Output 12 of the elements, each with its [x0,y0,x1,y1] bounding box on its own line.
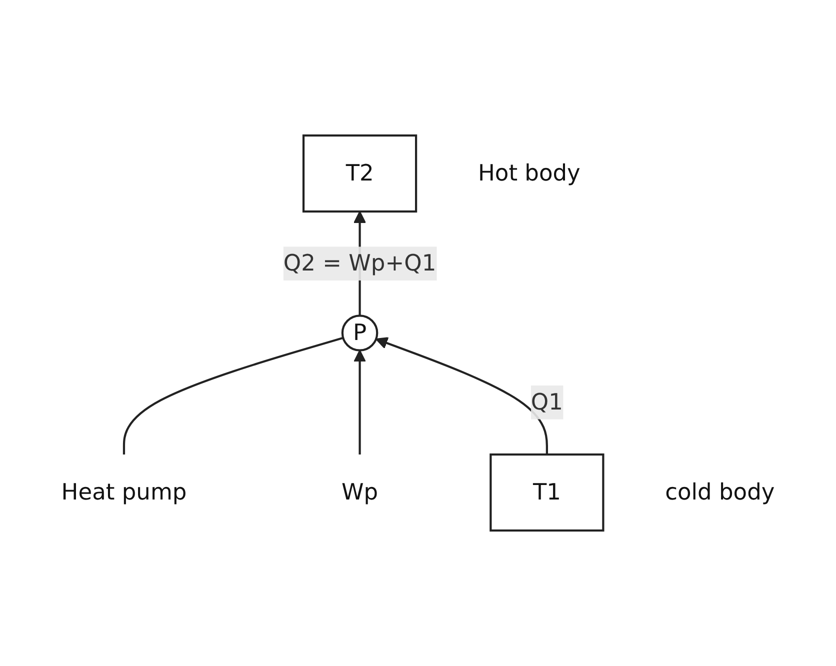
node-label: cold body [665,478,775,506]
node-circle: P [341,314,378,352]
node-text: Heat pump [61,478,187,506]
node-text: Wp [342,478,378,506]
node-box: T2 [302,134,418,213]
arrow [354,350,366,454]
node-box: T1 [490,453,604,532]
edge-label: Q1 [530,388,563,416]
edge-label: Q2 = Wp+Q1 [283,249,436,276]
arrow [376,337,548,454]
connector [122,336,344,454]
node-label: Hot body [478,159,580,186]
